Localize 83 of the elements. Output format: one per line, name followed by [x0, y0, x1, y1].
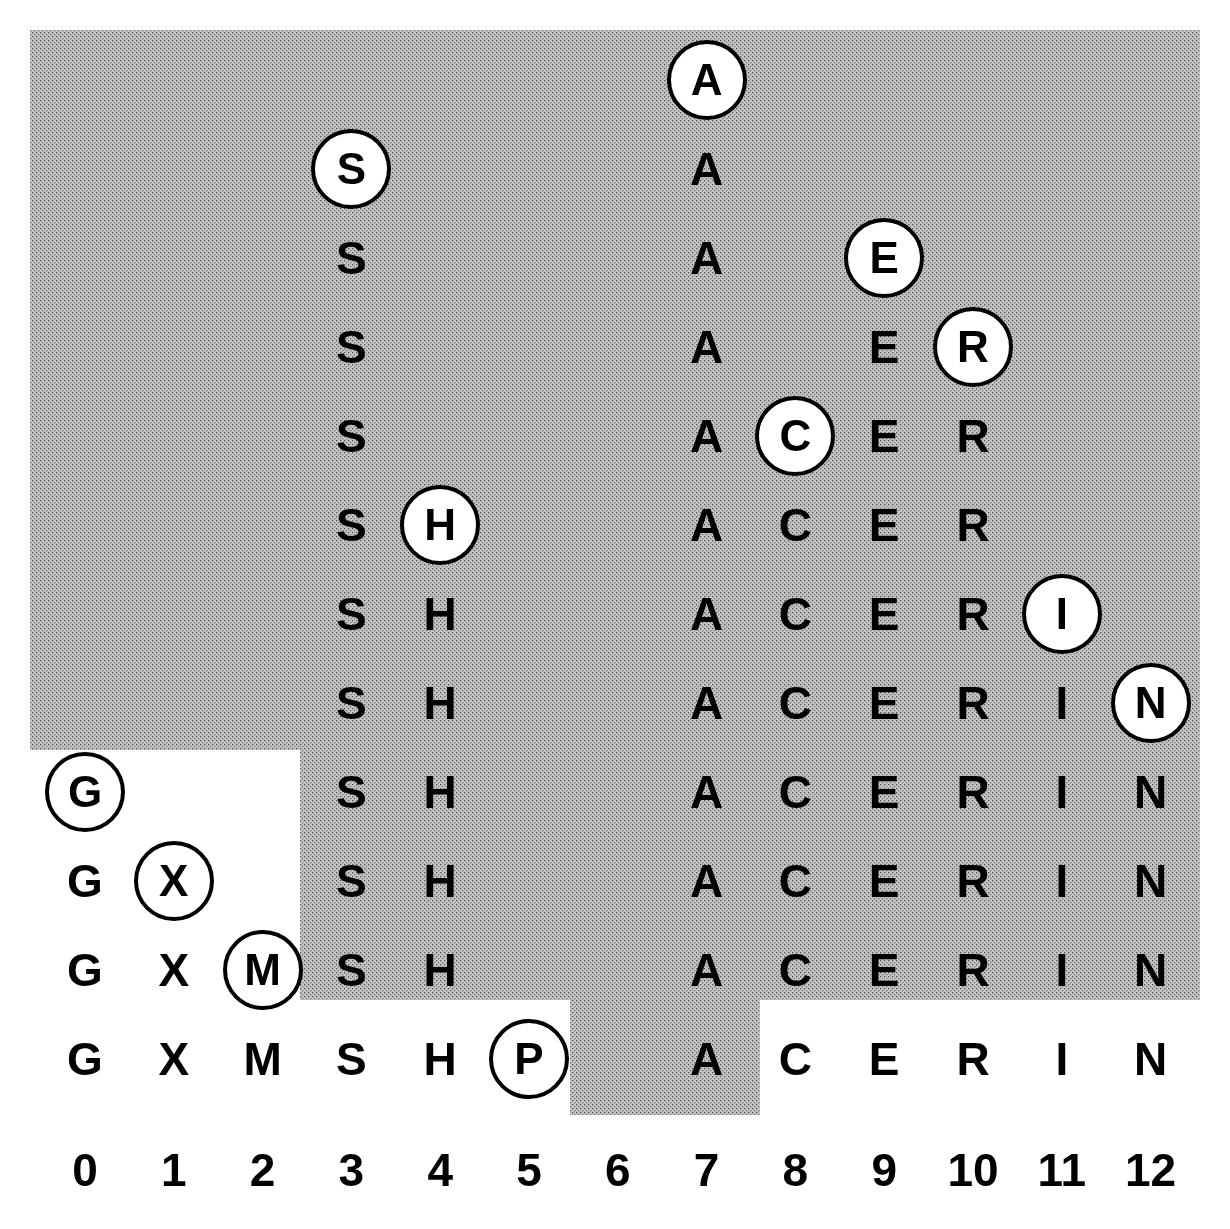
letter: A	[690, 1036, 724, 1082]
letter: A	[690, 591, 724, 637]
letter: S	[336, 502, 367, 548]
letter: E	[868, 680, 900, 726]
letter: N	[1134, 858, 1168, 904]
letter: S	[336, 591, 367, 637]
letter: A	[690, 947, 724, 993]
letter: G	[67, 1036, 103, 1082]
letter: R	[956, 1036, 990, 1082]
letter: N	[1134, 947, 1168, 993]
letter: A	[690, 413, 724, 459]
letter: C	[778, 947, 812, 993]
circled-letter: P	[489, 1019, 569, 1099]
letter: E	[868, 1036, 900, 1082]
column-number: 11	[1037, 1147, 1087, 1194]
letter: R	[956, 858, 990, 904]
letter: E	[868, 413, 900, 459]
letter: E	[868, 591, 900, 637]
letter: E	[868, 947, 900, 993]
letter: S	[336, 413, 367, 459]
letter: I	[1055, 769, 1069, 815]
circled-letter: X	[133, 841, 214, 921]
letter: R	[956, 947, 990, 993]
letter: S	[336, 947, 367, 993]
column-number: 8	[782, 1147, 809, 1194]
column-number: 12	[1125, 1147, 1177, 1194]
letter: E	[868, 502, 900, 548]
letter: R	[956, 591, 990, 637]
letter: A	[690, 324, 724, 370]
column-number: 5	[516, 1147, 542, 1194]
letter: S	[336, 769, 367, 815]
letter: R	[956, 680, 990, 726]
letter: A	[690, 235, 724, 281]
letter: N	[1134, 1036, 1168, 1082]
letter: I	[1055, 680, 1069, 726]
letter: G	[67, 858, 103, 904]
letter: R	[956, 769, 990, 815]
column-number: 2	[249, 1147, 276, 1194]
letter: I	[1055, 1036, 1069, 1082]
circled-letter: M	[222, 930, 303, 1010]
letter: H	[423, 680, 457, 726]
column-number: 7	[693, 1147, 720, 1194]
letter: X	[158, 947, 190, 993]
letter: S	[336, 1036, 367, 1082]
letter: H	[423, 947, 457, 993]
letter: N	[1134, 769, 1168, 815]
letter: H	[423, 769, 457, 815]
letter: H	[423, 858, 457, 904]
column-number: 3	[338, 1147, 365, 1194]
letter: A	[690, 502, 724, 548]
letter: C	[778, 858, 812, 904]
letter: C	[778, 769, 812, 815]
letter: C	[778, 680, 812, 726]
letter: C	[778, 591, 812, 637]
letter: H	[423, 591, 457, 637]
column-number: 4	[427, 1147, 453, 1194]
letter: E	[868, 324, 900, 370]
column-number: 10	[947, 1147, 999, 1194]
letter: A	[690, 146, 724, 192]
letter: A	[690, 858, 724, 904]
letter: E	[868, 769, 900, 815]
letter: S	[336, 858, 367, 904]
letter: C	[778, 502, 812, 548]
letter: I	[1055, 947, 1069, 993]
letter: H	[423, 1036, 457, 1082]
letter: R	[956, 502, 990, 548]
letter: E	[868, 858, 900, 904]
column-number: 6	[605, 1147, 631, 1194]
letter: C	[778, 1036, 812, 1082]
letter: R	[956, 413, 990, 459]
circled-letter: G	[45, 752, 125, 832]
letter: S	[336, 324, 367, 370]
letter: G	[67, 947, 103, 993]
letter: S	[336, 235, 367, 281]
column-number: 9	[871, 1147, 897, 1194]
letter: A	[690, 680, 724, 726]
column-number: 0	[72, 1147, 98, 1194]
letter: I	[1055, 858, 1069, 904]
letter: X	[158, 1036, 190, 1082]
letter: S	[336, 680, 367, 726]
letter: A	[690, 769, 724, 815]
letter: M	[243, 1036, 282, 1082]
column-number: 1	[161, 1147, 187, 1194]
